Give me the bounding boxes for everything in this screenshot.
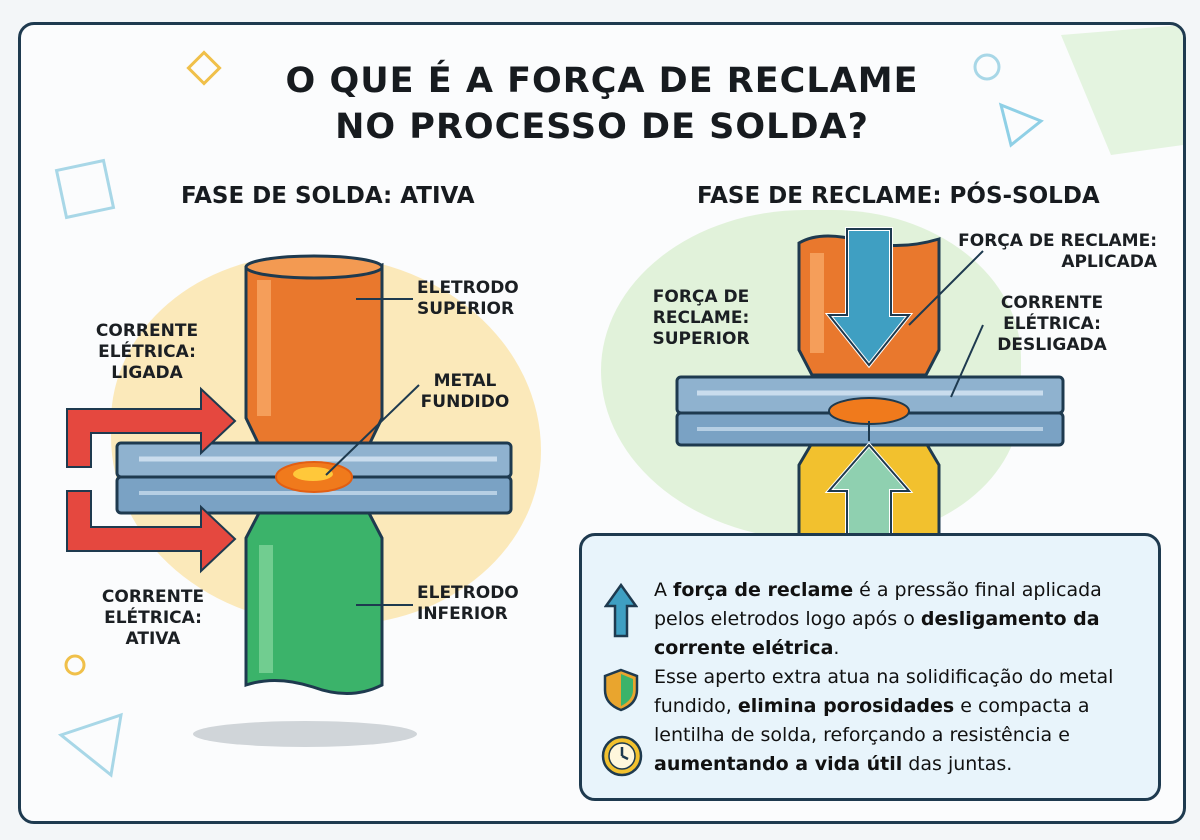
current-arrow-bottom [66, 490, 237, 574]
text-run-bold: elimina porosidades [737, 695, 955, 717]
label-upper-electrode: ELETRODO SUPERIOR [417, 278, 519, 320]
info-paragraph-2: Esse aperto extra atua na solidificação … [654, 663, 1150, 779]
label-line: RECLAME: [652, 308, 750, 328]
label-line: FORÇA DE [652, 287, 750, 307]
bottom-triangle-shape [57, 712, 123, 778]
label-line: FORÇA DE RECLAME: [958, 231, 1157, 251]
label-line: CORRENTE [1000, 293, 1104, 313]
leader-line [325, 384, 420, 476]
title-line-2: NO PROCESSO DE SOLDA? [335, 107, 869, 147]
label-line: APLICADA [1061, 252, 1157, 272]
info-box: A força de reclame é a pressão final apl… [579, 533, 1161, 801]
text-run-bold: força de reclame [673, 579, 854, 601]
weld-nugget-core [293, 467, 333, 481]
label-current-on: CORRENTE ELÉTRICA: LIGADA [87, 321, 207, 384]
right-section-heading: FASE DE RECLAME: PÓS-SOLDA [697, 183, 1100, 209]
text-run-bold: desligamento da corrente elétrica [654, 608, 1100, 659]
lower-electrode-highlight [259, 545, 273, 673]
text-run: das juntas. [902, 753, 1013, 775]
text-run-bold: aumentando a vida útil [654, 753, 903, 775]
label-line: ELETRODO [417, 278, 519, 298]
force-arrow-down-outline [826, 228, 912, 367]
label-force-applied: FORÇA DE RECLAME: APLICADA [921, 231, 1157, 273]
right-diagram [675, 227, 1065, 563]
label-force-upper: FORÇA DE RECLAME: SUPERIOR [641, 287, 761, 350]
text-run: Esse aperto extra atua na solidificação … [654, 666, 1114, 717]
lower-electrode [244, 511, 384, 696]
shield-icon [603, 668, 639, 712]
current-arrow-top [66, 386, 237, 468]
title-line-1: O QUE É A FORÇA DE RECLAME [285, 61, 919, 101]
label-line: ELÉTRICA: [98, 342, 196, 362]
left-diagram [66, 254, 513, 747]
circle-shape [973, 53, 1001, 81]
label-line: DESLIGADA [997, 335, 1107, 355]
label-line: CORRENTE [95, 321, 199, 341]
decorative-shapes [54, 25, 1183, 778]
text-run: é a pressão final aplicada pelos eletrod… [654, 579, 1102, 630]
label-line: ATIVA [125, 629, 181, 649]
label-lower-electrode: ELETRODO INFERIOR [417, 583, 519, 625]
text-run: A [654, 579, 674, 601]
shadow [193, 721, 417, 747]
diamond-shape [186, 50, 222, 86]
label-line: SUPERIOR [417, 299, 515, 319]
label-line: CORRENTE [101, 587, 205, 607]
small-circle-shape [64, 654, 86, 676]
leader-line [950, 324, 984, 398]
label-current-active: CORRENTE ELÉTRICA: ATIVA [93, 587, 213, 650]
label-line: LIGADA [111, 363, 183, 383]
label-line: ELÉTRICA: [104, 608, 202, 628]
corner-poly-shape [1061, 25, 1183, 155]
label-line: METAL [433, 371, 497, 391]
label-line: FUNDIDO [420, 392, 510, 412]
label-line: INFERIOR [417, 604, 508, 624]
upper-electrode-highlight [810, 253, 824, 353]
leader-line [908, 250, 984, 326]
weld-nugget [828, 397, 910, 425]
label-line: SUPERIOR [652, 329, 750, 349]
up-arrow-icon [604, 582, 638, 638]
clock-icon [601, 735, 643, 777]
diagram-canvas [54, 25, 1183, 778]
triangle-shape [998, 102, 1044, 148]
infographic-card: O QUE É A FORÇA DE RECLAME NO PROCESSO D… [18, 22, 1186, 824]
upper-electrode-top [244, 254, 384, 280]
page-title: O QUE É A FORÇA DE RECLAME NO PROCESSO D… [21, 58, 1183, 150]
text-run: e compacta a lentilha de solda, reforçan… [654, 695, 1090, 746]
label-molten-metal: METAL FUNDIDO [415, 371, 515, 413]
info-paragraph-1: A força de reclame é a pressão final apl… [654, 576, 1150, 663]
left-section-heading: FASE DE SOLDA: ATIVA [181, 183, 475, 209]
upper-electrode-highlight [257, 280, 271, 416]
text-run: . [833, 637, 840, 659]
info-text: A força de reclame é a pressão final apl… [654, 576, 1150, 779]
label-line: ELETRODO [417, 583, 519, 603]
label-line: ELÉTRICA: [1003, 314, 1101, 334]
label-current-off: CORRENTE ELÉTRICA: DESLIGADA [987, 293, 1117, 356]
square-shape [54, 158, 116, 220]
